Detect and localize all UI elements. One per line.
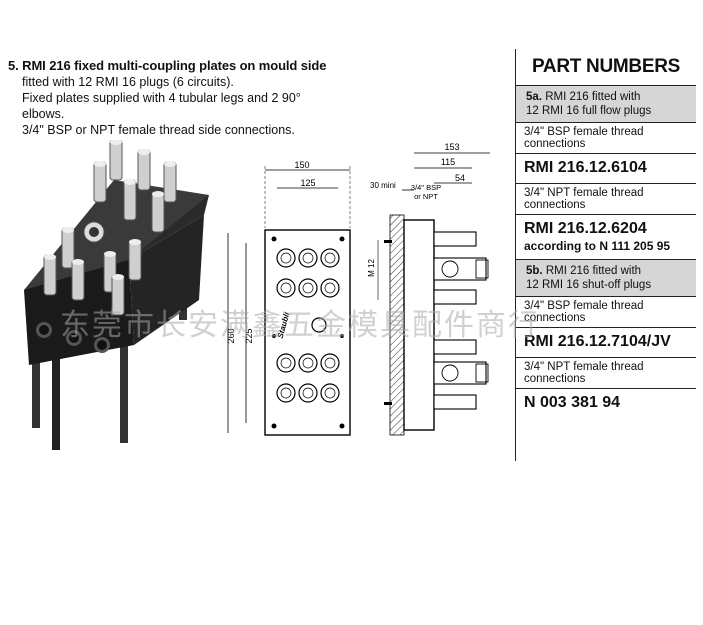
dim-260: 260 (226, 328, 236, 343)
section-5a-npt-part-number-block: RMI 216.12.6204 according to N 111 205 9… (516, 215, 696, 260)
section-5b-bsp-label: 3/4" BSP female thread connections (516, 297, 696, 328)
section-5b-text-2: 12 RMI 16 shut-off plugs (526, 279, 652, 291)
side-view-drawing: 153 115 54 30 mini 3/4" BSP or NPT M 12 (367, 142, 490, 436)
section-5b-label: 5b. (526, 265, 543, 277)
description-line-2: Fixed plates supplied with 4 tubular leg… (22, 91, 301, 121)
section-5b-bsp-part-number: RMI 216.12.7104/JV (516, 328, 696, 358)
section-5b-npt-label: 3/4" NPT female thread connections (516, 358, 696, 389)
dim-m12: M 12 (367, 259, 376, 277)
front-view-drawing: 150 125 260 225 Staubli (226, 160, 351, 436)
dim-225: 225 (244, 328, 254, 343)
dim-30-mini: 30 mini (370, 181, 396, 190)
thread-label-bsp: 3/4" BSP (411, 183, 441, 192)
section-5a-header: 5a. RMI 216 fitted with 12 RMI 16 full f… (516, 86, 696, 123)
product-title: 5. RMI 216 fixed multi-coupling plates o… (8, 58, 327, 73)
section-5a-bsp-label: 3/4" BSP female thread connections (516, 123, 696, 154)
description-line-3: 3/4" BSP or NPT female thread side conne… (22, 123, 295, 137)
dim-153: 153 (444, 142, 459, 152)
description-block: 5. RMI 216 fixed multi-coupling plates o… (8, 58, 338, 138)
section-5a-text-2: 12 RMI 16 full flow plugs (526, 105, 652, 117)
section-5a-bsp-part-number: RMI 216.12.6104 (516, 154, 696, 184)
dim-125: 125 (300, 178, 315, 188)
section-5a-text-1: RMI 216 fitted with (545, 91, 641, 103)
section-5a-label: 5a. (526, 91, 542, 103)
product-illustration (24, 140, 209, 450)
section-5a-npt-label: 3/4" NPT female thread connections (516, 184, 696, 215)
section-5b-text-1: RMI 216 fitted with (545, 265, 642, 277)
dim-54: 54 (455, 173, 465, 183)
description-line-1: fitted with 12 RMI 16 plugs (6 circuits)… (22, 75, 234, 89)
dim-150: 150 (294, 160, 309, 170)
section-5a-npt-note: according to N 111 205 95 (524, 239, 671, 253)
part-numbers-header: PART NUMBERS (516, 49, 696, 86)
section-5b-header: 5b. RMI 216 fitted with 12 RMI 16 shut-o… (516, 260, 696, 297)
thread-label-npt: or NPT (414, 192, 438, 201)
part-numbers-panel: PART NUMBERS 5a. RMI 216 fitted with 12 … (515, 49, 696, 461)
section-5a-npt-part-number: RMI 216.12.6204 (524, 220, 647, 237)
section-5b-npt-part-number: N 003 381 94 (524, 394, 621, 411)
dim-115: 115 (441, 157, 455, 167)
